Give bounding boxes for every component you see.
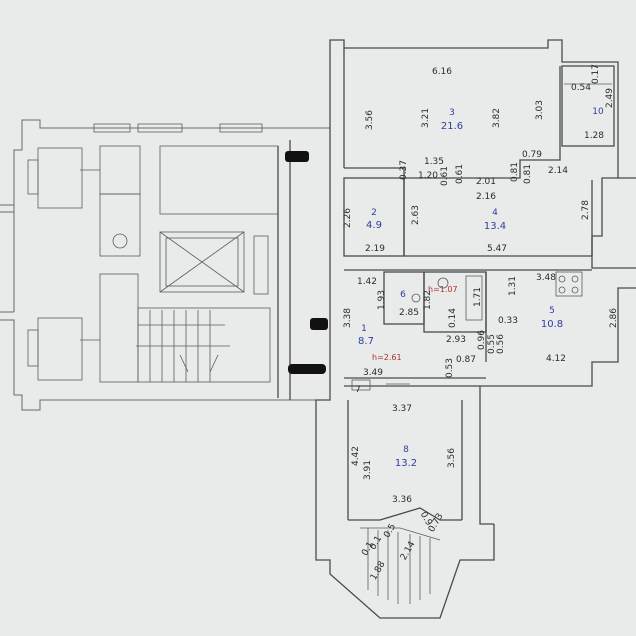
dim-label: 6.16	[432, 67, 452, 77]
dim-label: 0.61	[455, 164, 465, 184]
dim-label: 4.42	[351, 446, 361, 466]
stairwell-block	[0, 119, 330, 411]
dim-label: 1.31	[508, 276, 518, 296]
dim-label: 1.82	[423, 290, 433, 310]
dim-label: 2.01	[476, 177, 496, 187]
dim-label: 0.5	[382, 522, 398, 539]
dim-label: 1.28	[584, 131, 604, 141]
room-4-number: 4	[492, 208, 498, 218]
dim-label: 0.81	[510, 162, 520, 182]
dim-label: 3.03	[535, 100, 545, 120]
room-1-area: 8.7	[358, 336, 374, 347]
room-2-area: 4.9	[366, 220, 382, 231]
ceiling-height: h=2.61	[372, 353, 402, 362]
ink-mark	[310, 318, 328, 330]
dim-label: 3.21	[421, 108, 431, 128]
dim-label: 1.88	[369, 560, 388, 583]
dim-label: 3.37	[392, 404, 412, 414]
dim-label: 3.82	[492, 108, 502, 128]
dim-label: 3.91	[363, 460, 373, 480]
dim-label: 0.37	[399, 160, 409, 180]
ink-mark	[285, 151, 309, 162]
wc-height: h=1.07	[428, 285, 458, 294]
dim-label: 1.71	[473, 287, 483, 307]
room-1-number: 1	[361, 324, 367, 334]
dim-label: 2.14	[548, 166, 568, 176]
dim-label: 0.54	[571, 83, 591, 93]
room-10-number: 10	[592, 107, 604, 117]
room-8-area: 13.2	[395, 458, 417, 469]
dim-label: 0.87	[456, 355, 476, 365]
room-7-number: 7	[355, 385, 361, 395]
dim-label: 2.93	[446, 335, 466, 345]
dim-label: 1.42	[357, 277, 377, 287]
dim-label: 2.14	[399, 540, 418, 563]
dim-label: 3.56	[447, 448, 457, 468]
dim-label: 0.61	[440, 166, 450, 186]
dim-label: 3.36	[392, 495, 412, 505]
dim-label: 0.56	[496, 334, 506, 354]
dimension-labels: 6.16 0.17 0.54 2.49 1.28 3.56 3.21 3.82 …	[343, 64, 619, 582]
dim-label: 4.12	[546, 354, 566, 364]
dim-label: 3.38	[343, 308, 353, 328]
room-2-number: 2	[371, 208, 377, 218]
room-5-number: 5	[549, 306, 555, 316]
room-3-area: 21.6	[441, 121, 463, 132]
dim-label: 0.14	[448, 308, 458, 328]
dim-label: 1.35	[424, 157, 444, 167]
dim-label: 3.49	[363, 368, 383, 378]
ink-mark	[288, 364, 326, 374]
apartment-outline	[315, 39, 636, 619]
dim-label: 0.55	[487, 334, 497, 354]
dim-label: 2.16	[476, 192, 496, 202]
dim-label: 2.26	[343, 208, 353, 228]
dim-label: 2.85	[399, 308, 419, 318]
dim-label: 2.86	[609, 308, 619, 328]
dim-label: 3.48	[536, 273, 556, 283]
dim-label: 1.93	[377, 290, 387, 310]
dim-label: 0.33	[498, 316, 518, 326]
dim-label: 3.56	[365, 110, 375, 130]
dim-label: 0.53	[445, 358, 455, 378]
dim-label: 2.49	[605, 88, 615, 108]
room-3-number: 3	[449, 108, 455, 118]
dim-label: 0.96	[477, 330, 487, 350]
dim-label: 5.47	[487, 244, 507, 254]
room-6-number: 6	[400, 290, 406, 300]
dim-label: 2.63	[411, 205, 421, 225]
dim-label: 1.20	[418, 171, 438, 181]
dim-label: 2.78	[581, 200, 591, 220]
room-labels: 3 21.6 10 2 4.9 4 13.4 6 1 8.7 5 10.8 7 …	[355, 107, 604, 469]
dim-label: 0.17	[591, 64, 601, 84]
room-4-area: 13.4	[484, 221, 506, 232]
dim-label: 2.19	[365, 244, 385, 254]
room-8-number: 8	[403, 445, 409, 455]
dim-label: 0.79	[522, 150, 542, 160]
dim-label: 0.81	[523, 164, 533, 184]
room-5-area: 10.8	[541, 319, 563, 330]
